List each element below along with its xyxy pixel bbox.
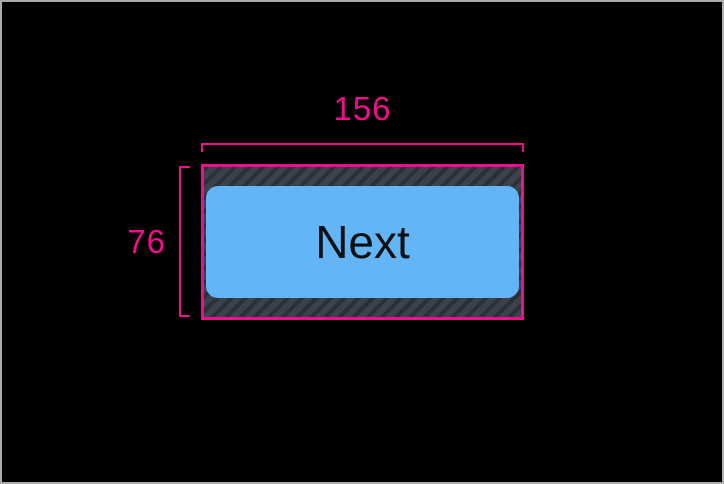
touch-target-region: Next bbox=[201, 164, 524, 320]
height-dimension-label: 76 bbox=[127, 223, 166, 260]
width-dimension-bracket bbox=[201, 143, 524, 152]
next-button[interactable]: Next bbox=[206, 186, 519, 298]
height-dimension-bracket bbox=[179, 166, 190, 317]
width-dimension-label: 156 bbox=[333, 90, 392, 127]
